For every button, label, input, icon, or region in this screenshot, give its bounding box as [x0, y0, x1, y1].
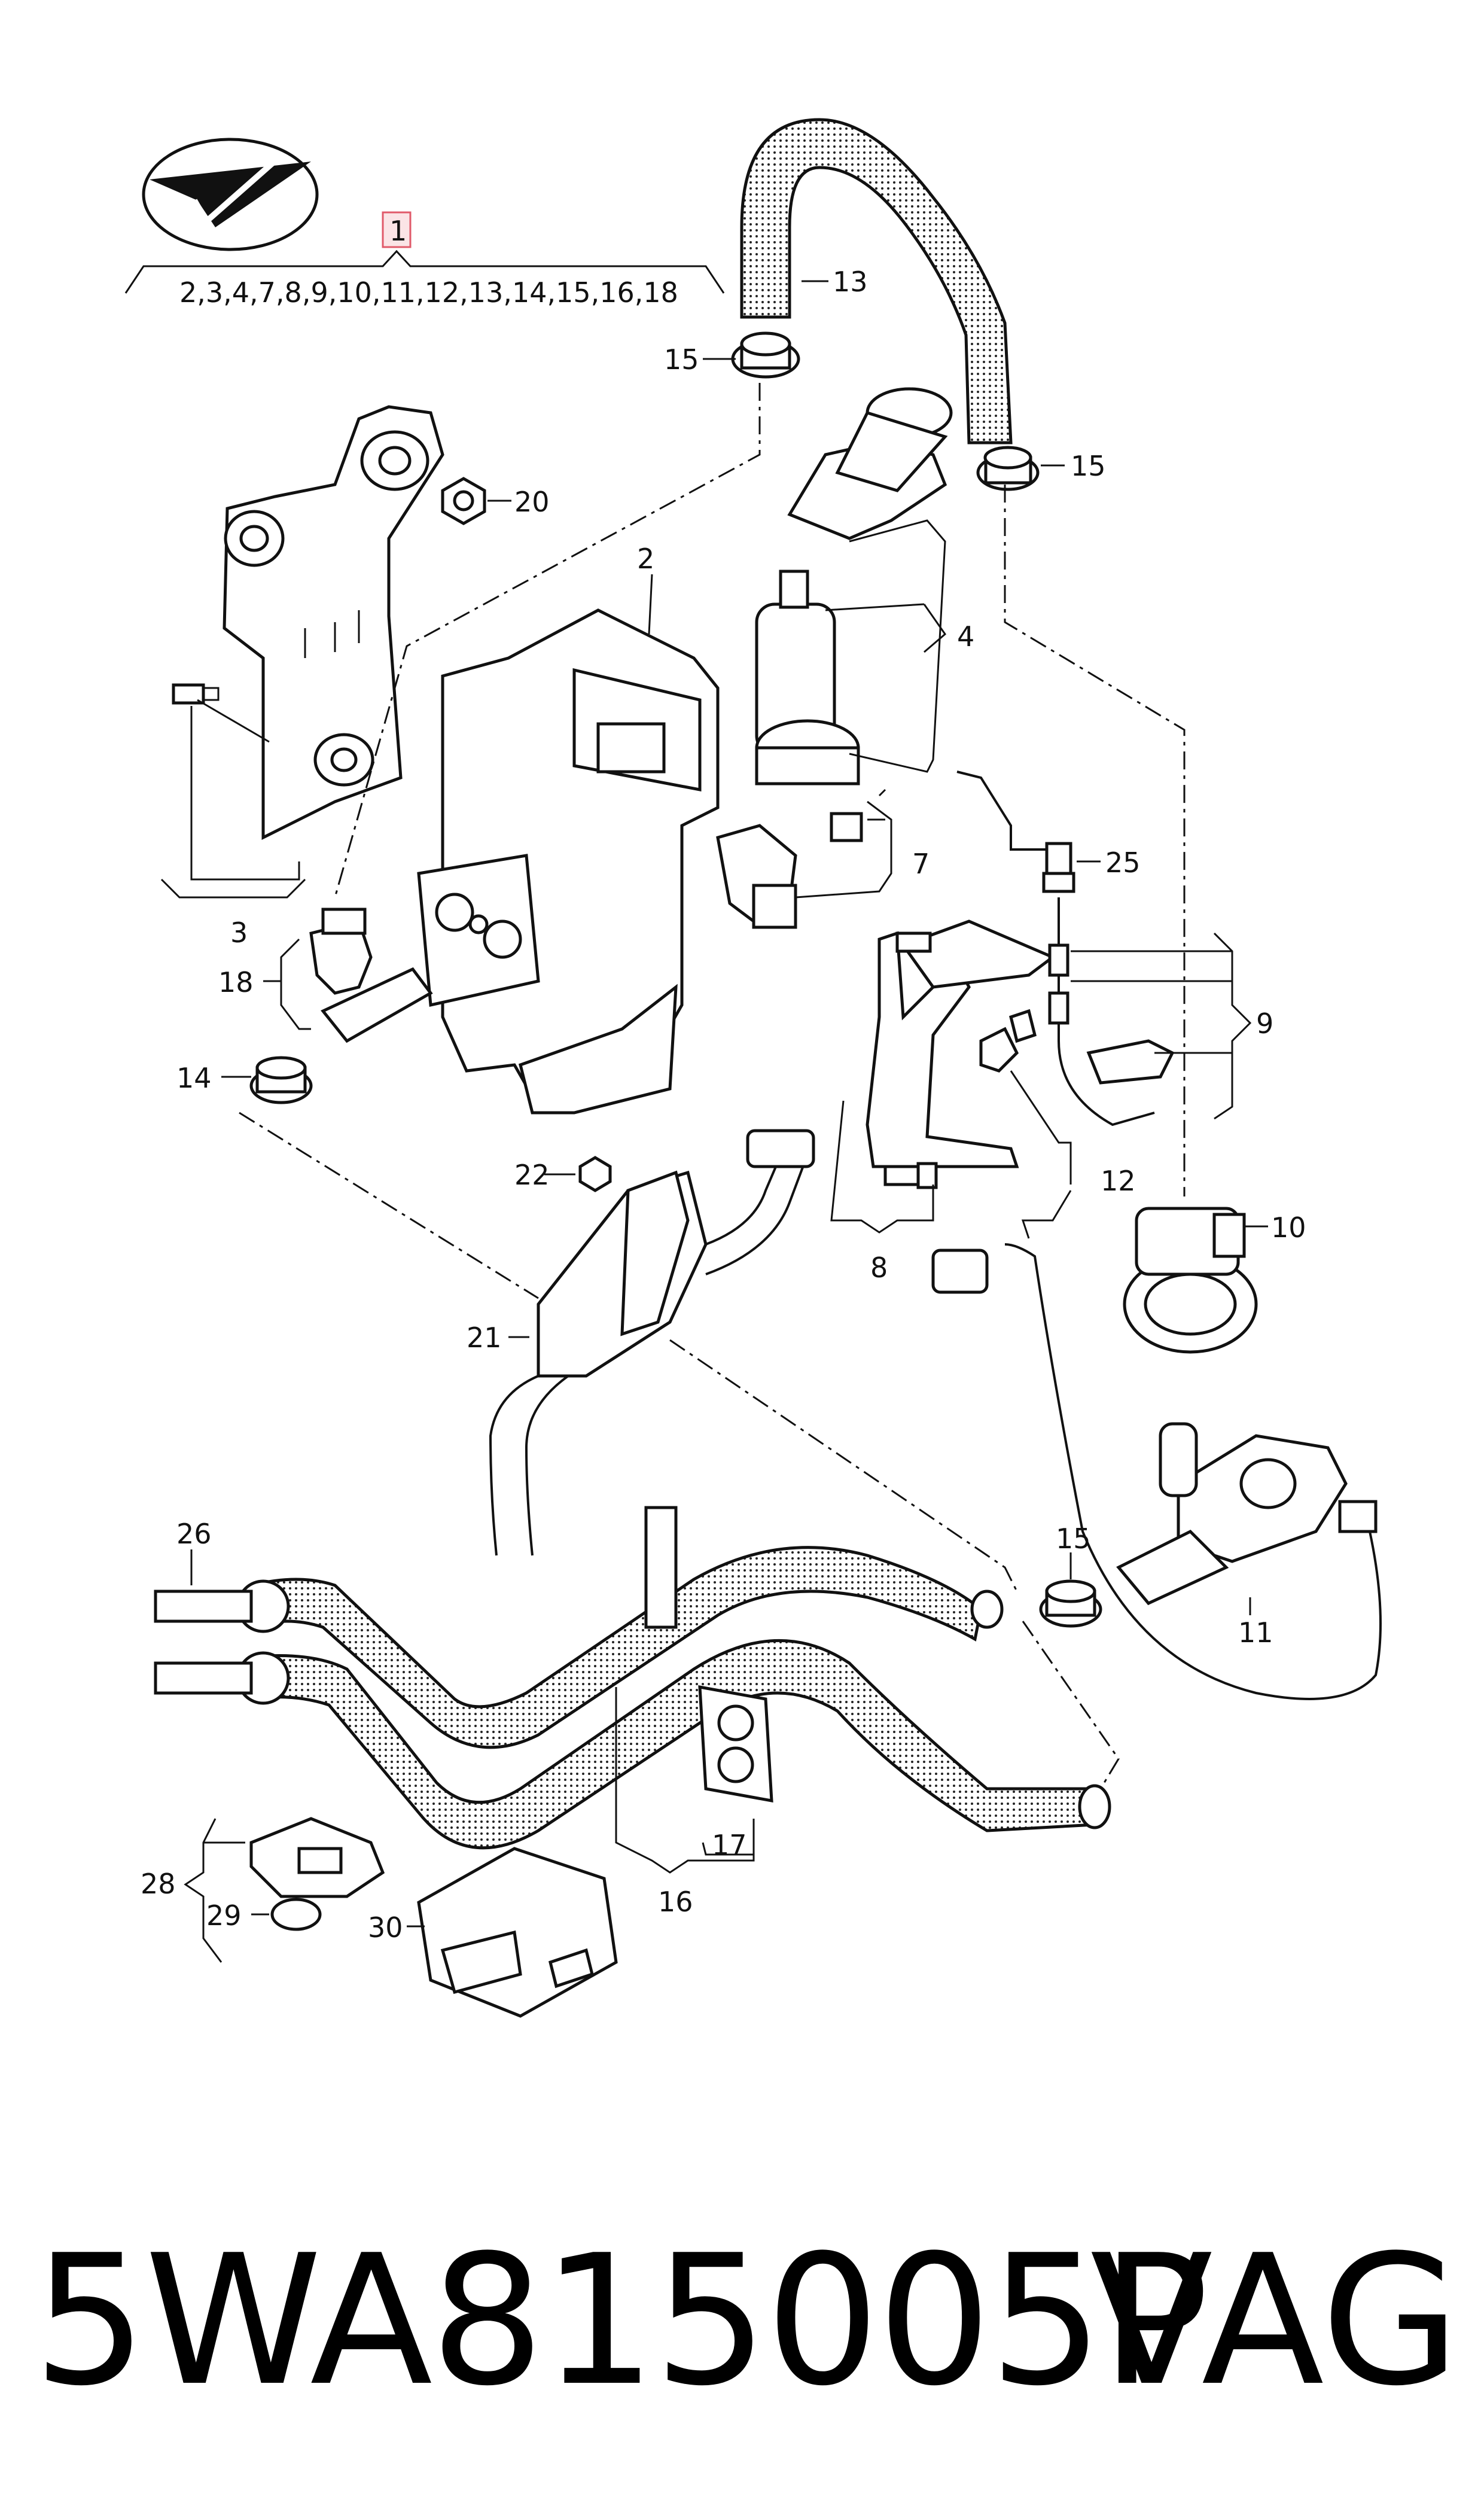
- clamp-15-right: [976, 446, 1040, 491]
- clamp-15-bottom: [1039, 1579, 1102, 1628]
- sleeve-10: [1123, 1207, 1258, 1354]
- callout-29: 29: [206, 1899, 242, 1932]
- callout-11: 11: [1238, 1616, 1273, 1649]
- callout-26: 26: [176, 1518, 212, 1550]
- muffler-21: [489, 1129, 815, 1556]
- bracket-8: [866, 919, 1056, 1168]
- remote-control-28: [249, 1817, 385, 1898]
- intake-silencer-4: [755, 387, 953, 785]
- pipe-9: [1048, 897, 1175, 1126]
- callout-4: 4: [957, 620, 974, 653]
- part-number: 5WA815005P: [33, 2216, 1209, 2425]
- heater-unit-2: [417, 608, 720, 1115]
- callout-10: 10: [1271, 1211, 1306, 1244]
- callout-9: 9: [1256, 1007, 1273, 1040]
- brand-logo-icon: [142, 138, 319, 251]
- parts-diagram: 1 2,3,4,7,8,9,10,11,12,13,14,15,16,18 13…: [124, 118, 1382, 2018]
- callout-21: 21: [467, 1322, 502, 1354]
- hose-13: [740, 118, 1013, 444]
- callout-15-bottom: 15: [1056, 1523, 1091, 1555]
- callout-13: 13: [833, 266, 868, 298]
- callout-3: 3: [230, 917, 248, 949]
- callout-28: 28: [141, 1868, 176, 1900]
- holder-17: [644, 1506, 773, 1803]
- clamp-15-top: [731, 331, 800, 379]
- callout-22: 22: [514, 1159, 550, 1191]
- nut-icon: [441, 477, 486, 525]
- connector-25: [1045, 842, 1072, 875]
- ref-list: 2,3,4,7,8,9,10,11,12,13,14,15,16,18: [179, 276, 678, 309]
- callout-15-right: 15: [1071, 450, 1106, 482]
- callout-7: 7: [912, 848, 930, 880]
- coolant-hoses-16: [154, 1546, 1111, 1850]
- nut-22-icon: [578, 1156, 612, 1192]
- callout-16: 16: [658, 1886, 693, 1918]
- battery-29: [270, 1898, 322, 1931]
- water-pump-11: [1116, 1422, 1378, 1606]
- callout-30: 30: [368, 1911, 403, 1944]
- bracket-3: [223, 405, 444, 841]
- main-ref-box: [382, 211, 412, 248]
- callout-14: 14: [176, 1062, 212, 1094]
- bolt-8-icon: [883, 1162, 938, 1189]
- callout-18: 18: [218, 966, 254, 998]
- control-unit-30: [417, 1847, 618, 2018]
- bolt-icon: [172, 683, 220, 705]
- callout-2: 2: [637, 543, 654, 575]
- footer: 5WA815005P VAG: [0, 2213, 1484, 2429]
- callout-17: 17: [712, 1829, 747, 1861]
- callout-20: 20: [514, 486, 550, 518]
- elbow-7: [716, 812, 863, 929]
- main-ref: 1: [389, 215, 407, 247]
- clamp-14: [249, 1056, 313, 1104]
- clip-12: [979, 1009, 1037, 1073]
- callout-12: 12: [1101, 1165, 1136, 1197]
- pipe-25: [956, 771, 1047, 851]
- callout-8: 8: [870, 1252, 888, 1284]
- callout-25: 25: [1105, 847, 1141, 879]
- hose-18: [309, 908, 433, 1043]
- brand-name: VAG: [1090, 2216, 1460, 2425]
- connector-12-icon: [931, 1249, 989, 1294]
- callout-15-top: 15: [664, 343, 699, 376]
